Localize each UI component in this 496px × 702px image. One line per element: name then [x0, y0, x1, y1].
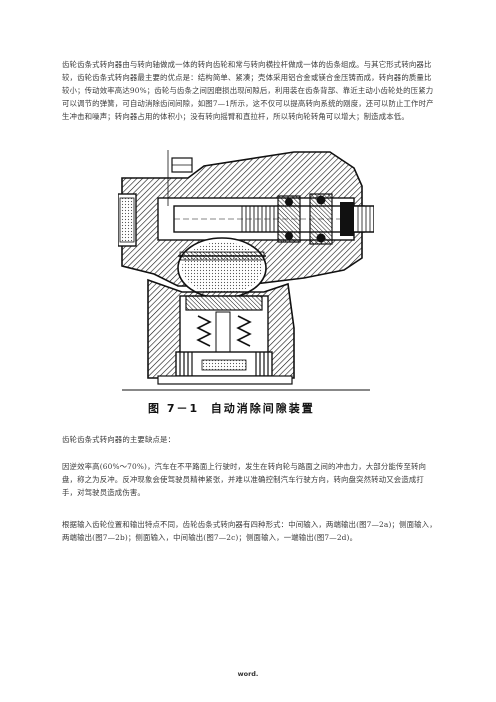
- paragraph-types: 根据输入齿轮位置和输出特点不同，齿轮齿条式转向器有四种形式：中间输入，两端输出(…: [62, 520, 437, 542]
- page-footer: word.: [237, 670, 259, 678]
- figure-caption: 图 7－1 自动消除间隙装置: [148, 402, 315, 415]
- paragraph-intro: 齿轮齿条式转向器由与转向轴做成一体的转向齿轮和常与转向横拉杆做成一体的齿条组成。…: [62, 60, 434, 121]
- steering-gear-drawing: [118, 150, 374, 391]
- paragraph-drawbacks: 因逆效率高(60%～70%)，汽车在不平路面上行驶时，发生在转向轮与路面之间的冲…: [62, 462, 427, 497]
- paragraph-drawbacks-heading: 齿轮齿条式转向器的主要缺点是：: [62, 435, 176, 444]
- figure-7-1: 图 7－1 自动消除间隙装置: [118, 146, 374, 424]
